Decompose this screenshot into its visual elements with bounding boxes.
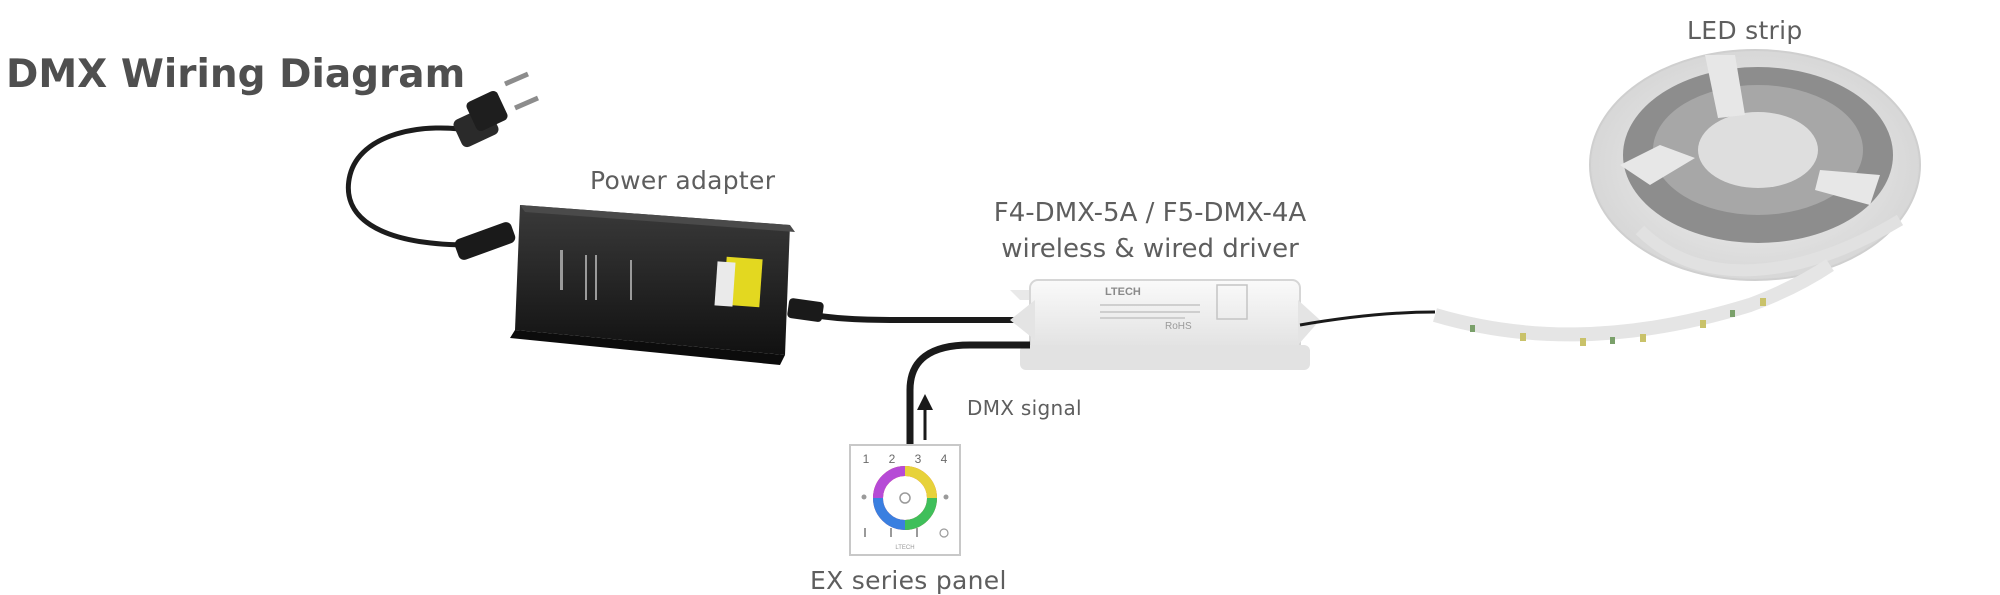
driver-label: F4-DMX-5A / F5-DMX-4A wireless & wired d… [985,195,1315,267]
dmx-signal-label: DMX signal [967,396,1082,420]
led-strip-reel [1433,49,1921,346]
power-adapter [510,205,1020,365]
power-plug [346,71,539,260]
dmx-driver: LTECH RoHS [1010,279,1436,370]
dmx-signal-arrow [917,394,933,440]
dmx-cable [906,341,1030,445]
power-adapter-label: Power adapter [590,166,776,195]
driver-brand-text: LTECH [1105,286,1141,298]
ex-series-panel: 1 2 3 4 LTECH [849,444,961,556]
panel-label: EX series panel [810,566,1007,595]
driver-label-line1: F4-DMX-5A / F5-DMX-4A [993,198,1307,228]
led-strip-tail [1433,259,1834,342]
panel-zone-4: 4 [941,452,948,466]
driver-rohs-text: RoHS [1165,321,1192,332]
driver-label-line2: wireless & wired driver [1001,234,1299,264]
led-strip-label: LED strip [1687,16,1803,45]
panel-zone-2: 2 [889,452,896,466]
panel-brand-text: LTECH [895,545,914,551]
page-title: DMX Wiring Diagram [6,52,466,97]
panel-zone-1: 1 [863,452,870,466]
panel-zone-3: 3 [915,452,922,466]
